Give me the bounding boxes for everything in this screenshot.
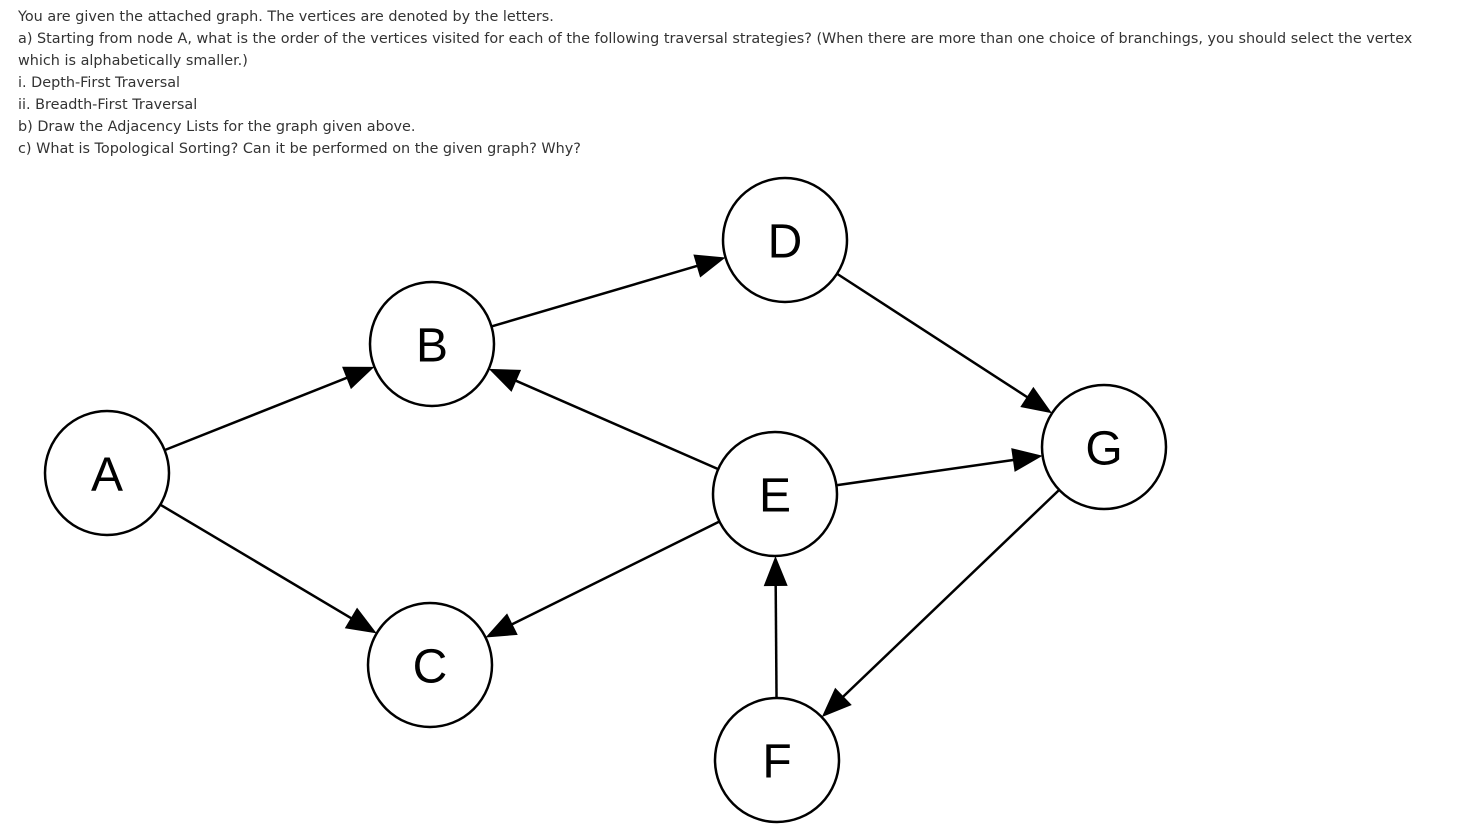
node-circle [1040, 383, 1168, 511]
edge-a-b [164, 366, 375, 452]
edge-line [841, 488, 1061, 699]
question-part-a-i: i. Depth-First Traversal [18, 75, 181, 91]
nodes-layer: A B C D E F G [43, 176, 1168, 824]
node-label: G [1085, 423, 1122, 476]
node-a: A [43, 409, 171, 537]
node-c: C [366, 601, 494, 729]
arrow-head [763, 555, 788, 587]
arrow-head [344, 607, 377, 634]
question-part-a-ii: ii. Breadth-First Traversal [18, 97, 198, 113]
arrow-head [1020, 386, 1052, 414]
node-f: F [713, 696, 841, 824]
question-part-b: b) Draw the Adjacency Lists for the grap… [18, 119, 416, 135]
question-part-a: a) Starting from node A, what is the ord… [18, 31, 1413, 69]
edge-a-c [159, 503, 377, 634]
edges-layer [159, 254, 1061, 718]
node-g: G [1040, 383, 1168, 511]
arrow-head [1011, 448, 1043, 472]
node-circle [713, 696, 841, 824]
node-circle [368, 280, 496, 408]
node-b: B [368, 280, 496, 408]
edge-g-f [821, 488, 1061, 718]
edge-d-g [836, 272, 1052, 414]
edge-line [510, 520, 721, 627]
edge-e-g [836, 448, 1043, 487]
arrow-head [693, 254, 726, 278]
arrow-head [485, 613, 518, 638]
edge-line [836, 458, 1016, 487]
node-label: A [91, 449, 123, 502]
node-label: F [762, 736, 791, 789]
question-intro: You are given the attached graph. The ve… [18, 9, 554, 25]
node-d: D [721, 176, 849, 304]
edge-line [836, 272, 1030, 400]
node-circle [721, 176, 849, 304]
edge-e-c [485, 520, 721, 638]
edge-line [491, 264, 700, 328]
edge-b-d [491, 254, 726, 328]
node-e: E [711, 430, 839, 558]
node-circle [711, 430, 839, 558]
edge-line [513, 378, 719, 471]
arrow-head [488, 368, 522, 392]
edge-line [164, 376, 349, 452]
node-label: B [416, 320, 448, 373]
question-text: You are given the attached graph. The ve… [18, 6, 1454, 160]
question-part-c: c) What is Topological Sorting? Can it b… [18, 141, 581, 157]
node-label: C [413, 641, 448, 694]
node-label: D [768, 216, 803, 269]
node-label: E [759, 470, 791, 523]
edge-line [774, 583, 778, 699]
arrow-head [342, 366, 375, 390]
edge-line [159, 503, 354, 621]
node-circle [366, 601, 494, 729]
edge-e-b [488, 368, 719, 471]
edge-f-e [763, 555, 788, 699]
arrow-head [821, 687, 852, 718]
node-circle [43, 409, 171, 537]
